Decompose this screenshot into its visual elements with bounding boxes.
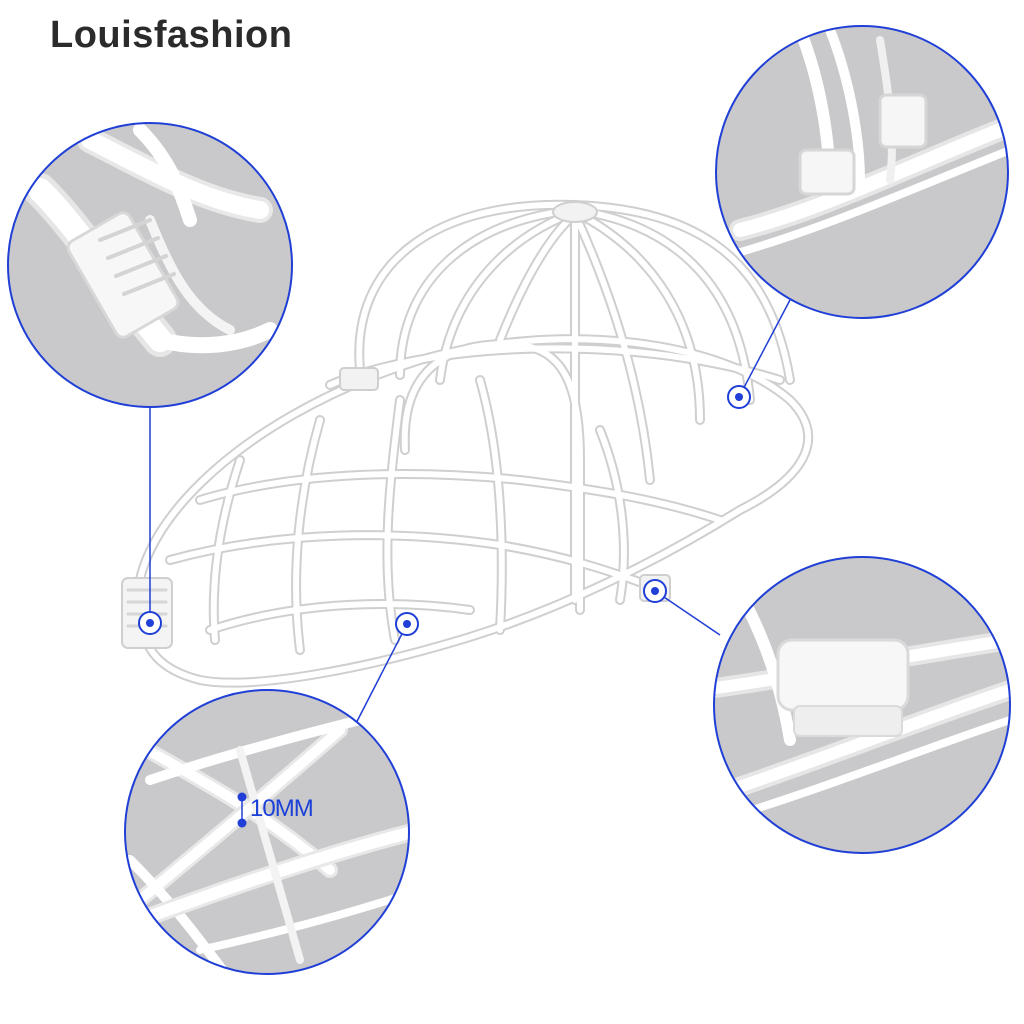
zoom-detail-grid-spacing <box>124 689 410 975</box>
callout-lines <box>149 299 791 736</box>
zoom-detail-brim-clip <box>713 556 1011 854</box>
callout-marker-grid <box>395 612 419 636</box>
zoom-detail-crown-clip <box>715 25 1009 319</box>
brand-watermark: Louisfashion <box>50 14 293 56</box>
spacing-label: 10MM <box>250 795 314 822</box>
hat-cage-frame <box>121 199 814 688</box>
zoom-detail-buckle <box>7 122 293 408</box>
callout-marker-brim-clip <box>643 579 667 603</box>
callout-marker-crown-clip <box>727 385 751 409</box>
callout-marker-buckle <box>138 611 162 635</box>
spacing-indicator <box>237 792 247 828</box>
